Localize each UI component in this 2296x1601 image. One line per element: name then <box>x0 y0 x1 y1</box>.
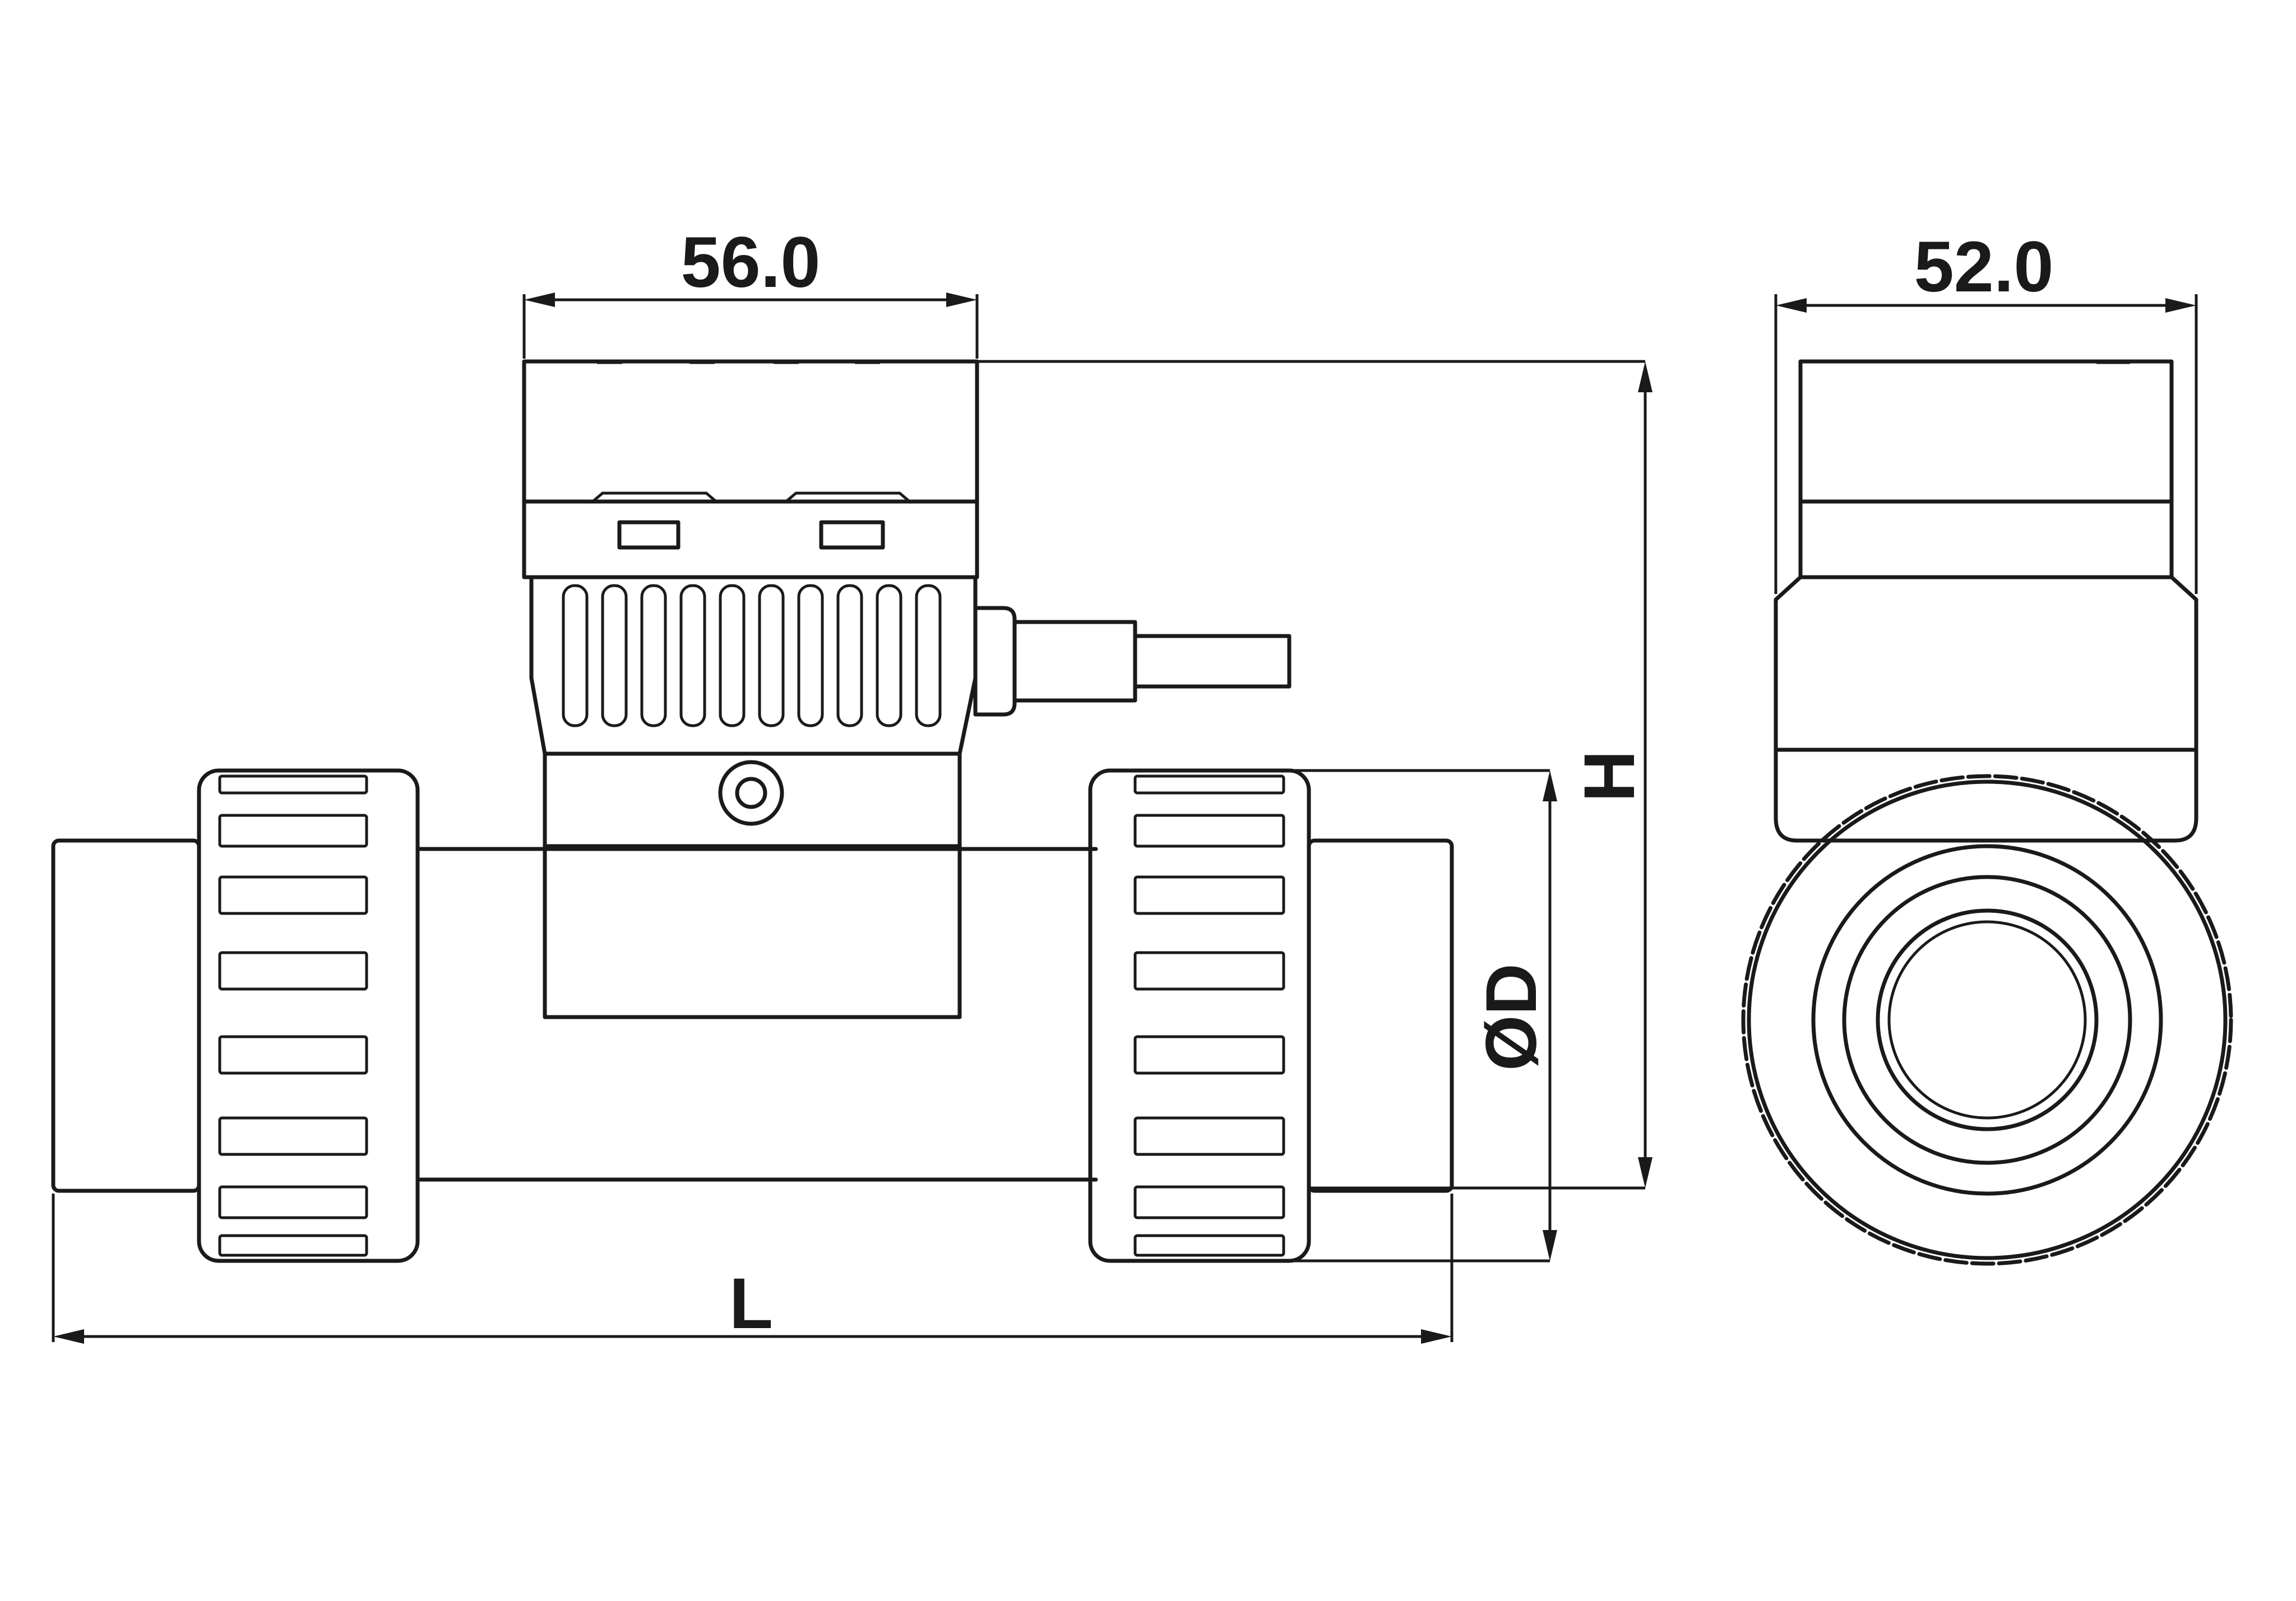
side-neck <box>1774 575 2198 843</box>
dimension-label-diameter: ØD <box>1471 963 1552 1071</box>
dimension-length: L <box>53 1264 1452 1344</box>
finned-neck <box>529 575 978 756</box>
side-extension-lines <box>1774 294 2198 594</box>
dimension-label-length: L <box>729 1264 773 1344</box>
side-head-housing <box>1798 359 2174 579</box>
side-view: 52.0 <box>1741 227 2233 1266</box>
pipe-body <box>51 838 1454 1193</box>
dimension-side-width: 52.0 <box>1776 227 2196 313</box>
dimension-diameter: ØD <box>1471 771 1557 1261</box>
head-housing <box>522 359 979 579</box>
sensor-base <box>543 751 962 1019</box>
dimension-label-top-width: 56.0 <box>681 222 820 303</box>
dimension-height: H <box>1570 361 1652 1188</box>
cable-gland <box>973 606 1292 717</box>
extension-lines <box>52 294 1645 1342</box>
dimension-top-width: 56.0 <box>524 222 977 307</box>
dimension-label-side-width: 52.0 <box>1914 227 2053 307</box>
left-union-nut <box>197 768 420 1263</box>
dimension-label-height: H <box>1570 750 1650 802</box>
front-view: 56.0 H ØD L <box>51 222 1652 1344</box>
side-union-nut <box>1741 774 2233 1266</box>
right-union-nut <box>1088 768 1311 1263</box>
